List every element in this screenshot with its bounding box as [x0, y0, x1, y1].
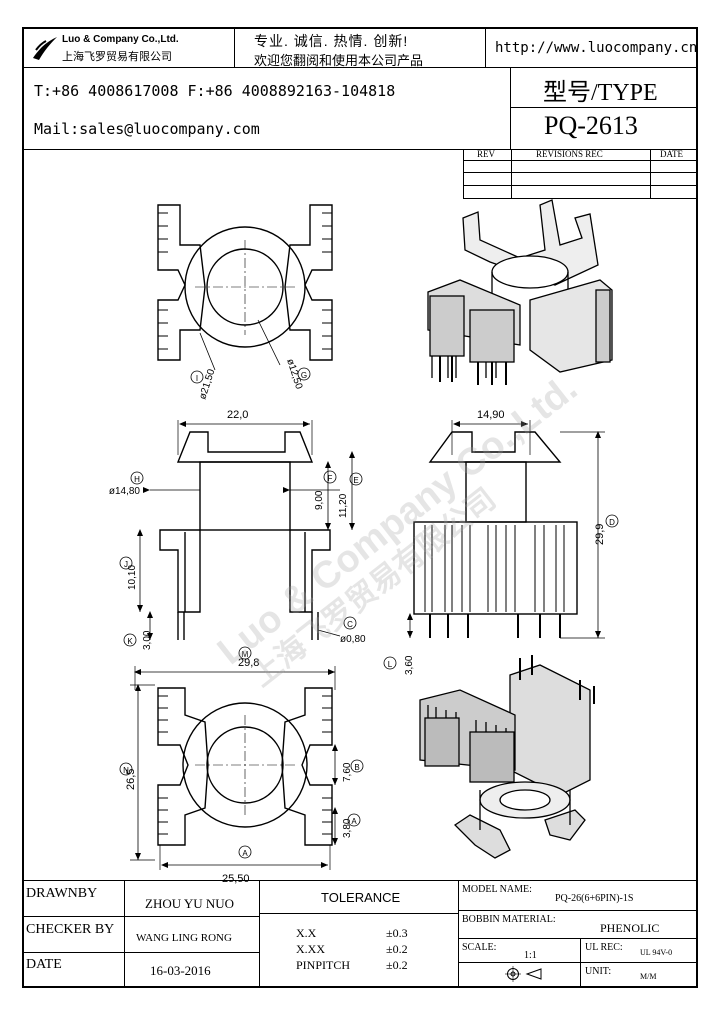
company-name-cn: 上海飞罗贸易有限公司 [62, 51, 172, 63]
header-divider [22, 67, 698, 68]
type-label: 型号/TYPE [543, 80, 658, 106]
tb-row-2 [22, 952, 259, 953]
dim-h9-00: 9,00 [314, 490, 325, 510]
dim-h3-00: 3,00 [142, 630, 153, 650]
label-n: N [123, 766, 129, 775]
label-d: D [609, 518, 615, 527]
bottom-view [130, 666, 338, 870]
tb-col-2 [259, 880, 260, 988]
ul-value: UL 94V-0 [640, 948, 673, 957]
dim-h26-5: 26,5 [125, 769, 137, 790]
isometric-bottom-view [419, 655, 595, 859]
side-view [137, 420, 355, 640]
header-sep-2 [485, 27, 486, 67]
top-view [157, 204, 333, 371]
dim-d14-80: ø14,80 [109, 486, 141, 497]
tb-scale-sep [580, 938, 581, 988]
company-name-en: Luo & Company Co.,Ltd. [62, 34, 179, 45]
label-e: E [353, 476, 358, 485]
dim-h3-60: 3,60 [404, 655, 415, 675]
company-url-link[interactable]: http://www.luocompany.cn [495, 40, 698, 56]
dim-h11-20: 11,20 [338, 493, 349, 518]
slogan-line-2: 欢迎您翻阅和使用本公司产品 [254, 53, 424, 68]
unit-label: UNIT: [585, 966, 612, 977]
revisions-header: REVISIONS REC [536, 149, 603, 159]
label-i: I [196, 374, 198, 383]
dim-h7-60: 7,60 [342, 762, 353, 782]
bobbin-label: BOBBIN MATERIAL: [462, 914, 556, 925]
drawing-sheet [22, 27, 698, 988]
contact-divider [22, 149, 698, 150]
type-value: PQ-2613 [544, 111, 638, 140]
tb-model-divider [458, 910, 698, 911]
tb-tol-divider [259, 913, 458, 914]
tol-name-1: X.XX [296, 942, 325, 956]
dim-w14-90: 14,90 [477, 409, 505, 421]
dim-w22-0: 22,0 [227, 409, 248, 421]
dim-w29-8: 29,8 [238, 657, 259, 669]
label-c: C [347, 620, 353, 629]
slogan-line-1: 专业. 诚信. 热情. 创新! [254, 33, 409, 49]
tol-value-1: ±0.2 [386, 942, 408, 956]
tol-value-2: ±0.2 [386, 958, 408, 972]
dim-d0-80: ø0,80 [340, 634, 366, 645]
type-box-divider [510, 107, 698, 108]
model-value: PQ-26(6+6PIN)-1S [555, 893, 634, 904]
tb-scale-divider [458, 962, 698, 963]
label-a: A [242, 849, 248, 858]
scale-value: 1:1 [524, 950, 537, 961]
dim-h3-80: 3,80 [342, 818, 353, 838]
label-f: F [328, 474, 333, 483]
company-logo-icon [33, 37, 57, 60]
tol-value-0: ±0.3 [386, 926, 408, 940]
projection-symbol-icon [505, 966, 542, 982]
tb-col-3 [458, 880, 459, 988]
tb-bobbin-divider [458, 938, 698, 939]
header-sep-1 [234, 27, 235, 67]
label-l: L [388, 660, 393, 669]
tol-name-2: PINPITCH [296, 958, 351, 972]
mail-link[interactable]: Mail:sales@luocompany.com [34, 120, 260, 138]
dim-w25-50: 25,50 [222, 873, 250, 885]
tb-row-1 [22, 916, 259, 917]
label-j: J [124, 560, 128, 569]
date-header: DATE [660, 149, 683, 159]
bobbin-value: PHENOLIC [600, 921, 660, 935]
label-a2: A [351, 817, 357, 826]
tolerance-label: TOLERANCE [321, 890, 401, 905]
rev-header: REV [477, 149, 495, 159]
checker-label: CHECKER BY [26, 922, 115, 937]
label-k: K [127, 637, 133, 646]
dim-h29-9: 29,9 [594, 524, 606, 545]
label-g: G [301, 371, 307, 380]
date-value: 16-03-2016 [150, 963, 211, 978]
date-label: DATE [26, 957, 62, 972]
label-m: M [242, 650, 249, 659]
drawnby-label: DRAWNBY [26, 886, 98, 901]
ul-label: UL REC: [585, 942, 623, 953]
tb-col-1 [124, 880, 125, 988]
label-b: B [354, 763, 359, 772]
checker-value: WANG LING RONG [136, 932, 232, 944]
title-block-top [22, 880, 698, 881]
front-view [407, 420, 605, 639]
dim-h10-10: 10,10 [127, 565, 138, 590]
tol-name-0: X.X [296, 926, 317, 940]
label-h: H [134, 475, 140, 484]
model-label: MODEL NAME: [462, 884, 532, 895]
isometric-top-view [427, 199, 613, 385]
unit-value: M/M [640, 972, 657, 981]
drawnby-value: ZHOU YU NUO [145, 896, 235, 911]
scale-label: SCALE: [462, 942, 497, 953]
phone-fax-text: T:+86 4008617008 F:+86 4008892163-104818 [34, 82, 396, 100]
type-box-left-border [510, 67, 511, 149]
